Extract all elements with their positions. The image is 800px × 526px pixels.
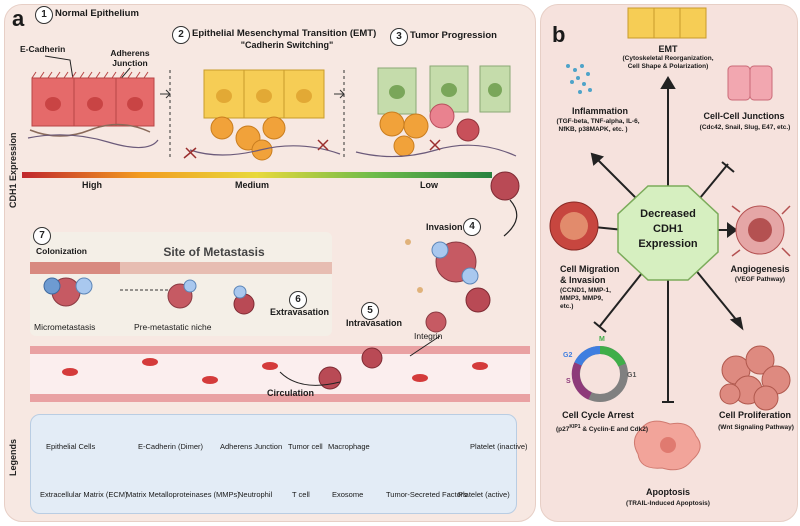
- circulation-label: Circulation: [267, 388, 315, 398]
- migration-title-line2: & Invasion: [560, 275, 606, 285]
- center-text-line3: Expression: [638, 238, 698, 250]
- integrin-label: Integrin: [414, 331, 443, 341]
- panel-a-letter: a: [12, 6, 25, 31]
- legend-tumor: Tumor cell: [288, 442, 323, 451]
- migration-sub1: (CCND1, MMP-1,: [560, 287, 611, 294]
- legend-ecm: Extracellular Matrix (ECM): [40, 490, 128, 499]
- legend-tcell: T cell: [292, 490, 310, 499]
- ecadherin-label: E-Cadherin: [20, 44, 66, 54]
- blood-vessel: [30, 335, 530, 402]
- legend-ecadherin-dimer: E-Cadherin (Dimer): [138, 442, 204, 451]
- stage-3-title: Tumor Progression: [410, 30, 497, 41]
- invasion-number: 4: [463, 218, 481, 236]
- emt-title: EMT: [658, 44, 678, 54]
- gradient-low-label: Low: [420, 180, 438, 190]
- junctions-sub1: (Cdc42, Snail, Slug, E47, etc.): [699, 124, 791, 131]
- intravasation-label: Intravasation: [346, 318, 403, 328]
- legend-platelet-inactive: Platelet (inactive): [470, 442, 528, 451]
- migration-sub3: etc.): [560, 303, 574, 310]
- migration-title-line1: Cell Migration: [560, 264, 620, 274]
- stage-2-number: 2: [172, 26, 190, 44]
- stage-1-number: 1: [35, 6, 53, 24]
- extravasation-label: Extravasation: [270, 307, 330, 317]
- gradient-medium-label: Medium: [235, 180, 270, 190]
- apoptosis-title: Apoptosis: [646, 487, 690, 497]
- legend-adherens: Adherens Junction: [220, 442, 283, 451]
- legend-epithelial: Epithelial Cells: [46, 442, 96, 451]
- legend-macrophage: Macrophage: [328, 442, 370, 451]
- adherens-label-line1: Adherens: [110, 48, 150, 58]
- legend-box: [30, 414, 517, 514]
- cycle-s: S: [566, 378, 571, 385]
- normal-epithelium: [27, 71, 159, 149]
- site-of-metastasis-title: Site of Metastasis: [163, 245, 265, 259]
- adherens-label-line2: Junction: [112, 58, 148, 68]
- angiogenesis-icon: [731, 205, 791, 257]
- cycle-g1: G1: [627, 372, 637, 379]
- emt-sub2: Cell Shape & Polarization): [627, 63, 709, 70]
- proliferation-sub1: (Wnt Signaling Pathway): [718, 424, 794, 431]
- inflammation-sub2: NfKB, p38MAPK, etc. ): [558, 126, 628, 133]
- invasion-cluster: [405, 171, 520, 333]
- extravasation-number: 6: [289, 291, 307, 309]
- angiogenesis-title: Angiogenesis: [730, 264, 790, 274]
- cycle-arrest-sub: (p27KIP1 & Cyclin-E and Cdk2): [556, 424, 649, 434]
- cycle-m: M: [599, 336, 605, 343]
- junctions-icon: [727, 65, 773, 101]
- stage-2-title: Epithelial Mesenchymal Transition (EMT): [192, 28, 377, 39]
- premetastatic-niche-label: Pre-metastatic niche: [134, 322, 212, 332]
- stage-3-number: 3: [390, 28, 408, 46]
- stage-2-subtitle: "Cadherin Switching": [240, 40, 334, 50]
- effect-arrows: [578, 76, 744, 403]
- emt-epithelium: [183, 69, 341, 161]
- cell-cycle-ring: [571, 345, 628, 402]
- proliferation-title: Cell Proliferation: [718, 410, 792, 420]
- tumor-progression: [355, 65, 517, 158]
- legend-platelet-active: Platelet (active): [458, 490, 510, 499]
- cycle-g2: G2: [563, 352, 573, 359]
- emt-sub1: (Cytoskeletal Reorganization,: [622, 55, 714, 62]
- apoptosis-sub1: (TRAIL-Induced Apoptosis): [626, 500, 710, 507]
- inflammation-sub1: (TGF-beta, TNF-alpha, IL-6,: [556, 118, 640, 125]
- metastasis-site: [30, 262, 332, 315]
- micrometastasis-label: Micrometastasis: [34, 322, 96, 332]
- colonization-number: 7: [33, 227, 51, 245]
- center-text-line2: CDH1: [653, 223, 683, 235]
- invasion-label: Invasion: [426, 222, 463, 232]
- legend-tumor-factors: Tumor-Secreted Factors: [386, 490, 467, 499]
- cycle-arrest-title: Cell Cycle Arrest: [562, 410, 634, 420]
- legend-exosome: Exosome: [332, 490, 364, 499]
- colonization-label: Colonization: [36, 246, 87, 256]
- center-text-line1: Decreased: [640, 208, 696, 220]
- stage-1-title: Normal Epithelium: [55, 8, 139, 19]
- emt-cells-icon: [627, 7, 707, 39]
- inflammation-icon: [566, 64, 592, 94]
- panel-b-letter: b: [552, 22, 566, 47]
- legend-mmp: Matrix Metalloproteinases (MMPs): [126, 490, 240, 499]
- proliferation-icon: [719, 345, 791, 411]
- gradient-high-label: High: [82, 180, 102, 190]
- migration-icon: [549, 201, 599, 251]
- angiogenesis-sub1: (VEGF Pathway): [734, 276, 786, 283]
- legend-neutrophil: Neutrophil: [238, 490, 273, 499]
- inflammation-title: Inflammation: [571, 106, 629, 116]
- cdh1-gradient-bar: [22, 172, 492, 178]
- intravasation-number: 5: [361, 302, 379, 320]
- migration-sub2: MMP3, MMP9,: [560, 295, 603, 302]
- apoptosis-icon: [634, 420, 701, 471]
- center-octagon: [617, 185, 719, 281]
- junctions-title: Cell-Cell Junctions: [703, 111, 785, 121]
